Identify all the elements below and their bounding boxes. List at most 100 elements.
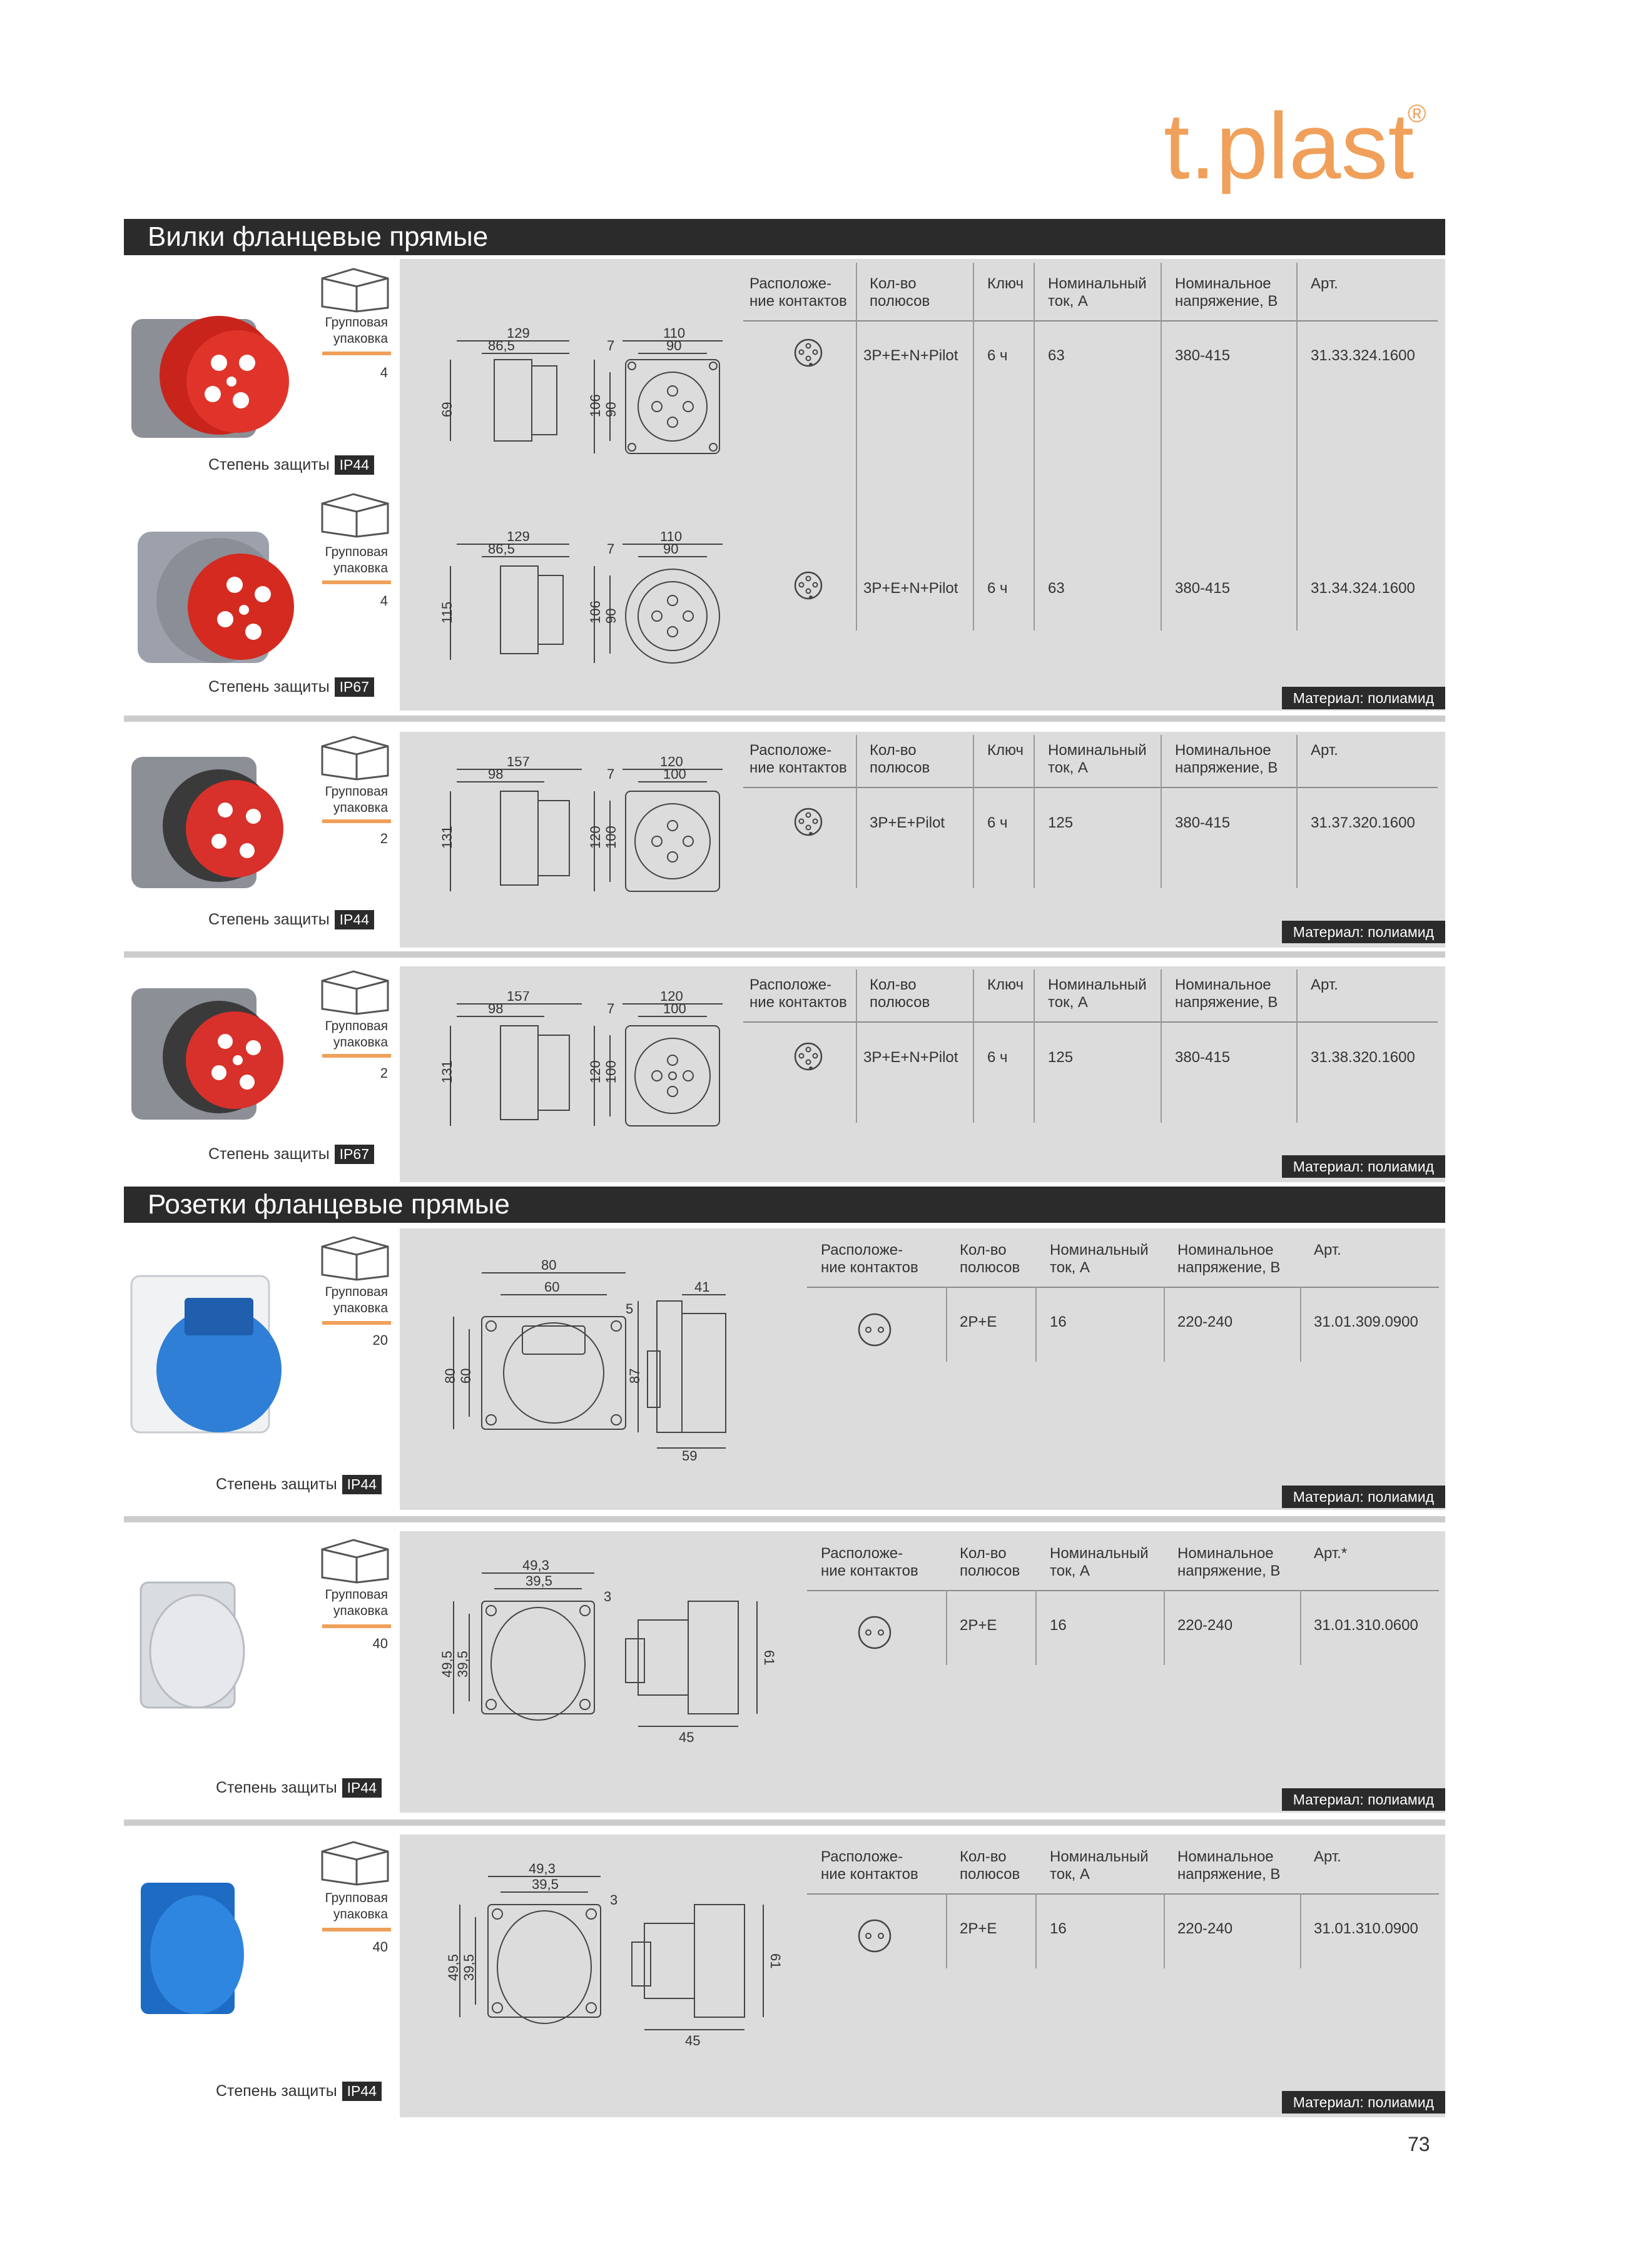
svg-text:80: 80 [541, 1257, 556, 1273]
material-badge: Материал: полиамид [1281, 1788, 1445, 1811]
col-divider [946, 1590, 947, 1665]
col-divider [1300, 1590, 1301, 1665]
cell-voltage: 380-415 [1175, 814, 1231, 831]
pack-accent-line [322, 1624, 391, 1628]
ip-badge: IP44 [334, 910, 374, 929]
material-badge: Материал: полиамид [1281, 1155, 1445, 1178]
cell-art: 31.33.324.1600 [1311, 347, 1415, 364]
col-divider [973, 735, 974, 888]
table-rule [807, 1287, 1439, 1288]
svg-text:100: 100 [663, 766, 686, 782]
cell-voltage: 380-415 [1175, 580, 1231, 597]
material-badge: Материал: полиамид [1281, 1486, 1445, 1508]
svg-text:100: 100 [663, 1001, 686, 1016]
header-key: Ключ [987, 275, 1024, 292]
plug-image-red [138, 532, 294, 663]
svg-text:7: 7 [607, 541, 614, 557]
ip-badge: IP44 [342, 1778, 382, 1798]
contact-layout-5pin-icon [794, 1042, 823, 1071]
cell-poles: 3P+E+Pilot [870, 814, 945, 831]
svg-text:115: 115 [439, 602, 455, 624]
cell-current: 16 [1050, 1314, 1067, 1330]
ip-badge: IP44 [342, 2082, 382, 2101]
package-box-icon [321, 736, 389, 781]
technical-drawing: 157 98 120 100 7 131 120 100 [439, 757, 723, 892]
header-key: Ключ [987, 976, 1024, 993]
technical-drawing: 80 60 5 41 80 60 87 59 [442, 1257, 726, 1464]
col-divider [856, 969, 857, 1123]
header-key: Ключ [987, 742, 1024, 759]
socket-panel-2 [400, 1531, 1445, 1813]
section-sockets-title: Розетки фланцевые прямые [124, 1187, 1445, 1223]
cell-current: 125 [1048, 1049, 1074, 1066]
header-art: Арт.* [1314, 1545, 1348, 1562]
plug-panel-125a-ip67 [400, 966, 1445, 1182]
separator [124, 951, 1445, 958]
svg-text:59: 59 [682, 1448, 697, 1464]
svg-text:120: 120 [587, 826, 603, 849]
material-badge: Материал: полиамид [1281, 921, 1445, 943]
technical-drawing: 157 98 120 100 7 131 120 100 [439, 991, 723, 1126]
svg-text:86,5: 86,5 [488, 541, 515, 557]
cell-key: 6 ч [987, 347, 1008, 364]
logo-registered-mark: ® [1408, 100, 1426, 128]
col-divider [1161, 263, 1162, 630]
logo-text: t.plast [1164, 94, 1414, 194]
svg-text:45: 45 [679, 1729, 694, 1745]
pack-quantity: 2 [380, 1065, 388, 1081]
svg-text:45: 45 [685, 2033, 700, 2048]
pack-accent-line [322, 819, 391, 823]
svg-text:98: 98 [488, 1001, 503, 1016]
svg-text:49,5: 49,5 [439, 1651, 455, 1678]
package-box-icon [321, 1841, 389, 1886]
contact-layout-4pin-icon [794, 807, 823, 836]
svg-text:5: 5 [626, 1301, 633, 1317]
header-contacts: Расположе-ние контактов [749, 275, 847, 310]
svg-text:39,5: 39,5 [461, 1954, 477, 1981]
pack-quantity: 4 [380, 365, 388, 380]
plug-panel-125a-ip44 [400, 732, 1445, 948]
col-divider [1164, 1590, 1165, 1665]
svg-text:90: 90 [603, 402, 619, 417]
col-divider [856, 735, 857, 888]
svg-text:110: 110 [663, 325, 685, 341]
svg-text:131: 131 [439, 826, 455, 849]
svg-text:157: 157 [507, 757, 530, 769]
col-divider [1161, 969, 1162, 1123]
header-art: Арт. [1311, 742, 1338, 759]
col-divider [1161, 735, 1162, 888]
col-divider [1164, 1287, 1165, 1362]
cell-voltage: 220-240 [1177, 1920, 1233, 1937]
cell-current: 63 [1048, 580, 1065, 597]
svg-text:110: 110 [660, 532, 682, 544]
col-divider [1035, 1893, 1037, 1968]
svg-text:98: 98 [488, 766, 503, 782]
cell-key: 6 ч [987, 1049, 1008, 1066]
col-divider [1296, 969, 1298, 1123]
cell-poles: 2P+E [960, 1617, 997, 1634]
contact-layout-5pin-icon [794, 338, 823, 367]
svg-text:61: 61 [761, 1650, 777, 1665]
socket-panel-1 [400, 1228, 1445, 1510]
svg-text:129: 129 [507, 532, 530, 544]
contact-layout-5pin-icon [794, 571, 823, 600]
separator [124, 716, 1445, 722]
col-divider [946, 1893, 947, 1968]
svg-text:49,3: 49,3 [529, 1861, 556, 1876]
svg-text:7: 7 [607, 1001, 614, 1016]
